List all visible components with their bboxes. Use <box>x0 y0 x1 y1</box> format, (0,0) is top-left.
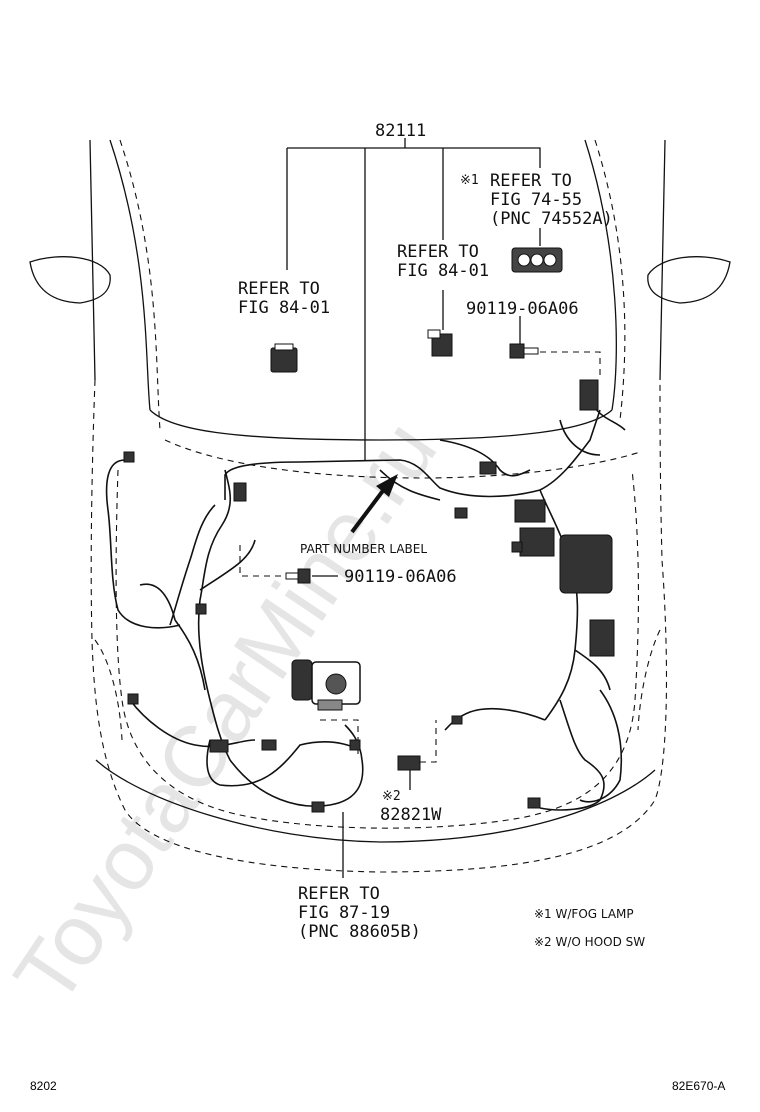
bolt-right-icon <box>509 343 539 359</box>
left-mirror <box>29 256 111 304</box>
bolt-left-part-number: 90119-06A06 <box>344 567 457 587</box>
main-part-number: 82111 <box>375 121 426 141</box>
bolt-left-icon <box>285 568 311 584</box>
labels: 82111 REFER TO FIG 84-01 REFER TO FIG 84… <box>30 121 725 1093</box>
refer-left-line1: REFER TO <box>238 279 320 299</box>
wire-harness <box>105 379 626 813</box>
right-mirror <box>647 256 731 304</box>
compressor-icon <box>291 659 361 711</box>
leader-lines <box>239 138 601 878</box>
figure-code: 82E670-A <box>672 1079 725 1093</box>
hood-switch-sensor-icon <box>397 755 421 771</box>
refer-bottom-line2: FIG 87-19 <box>298 903 390 923</box>
refer-mid-line1: REFER TO <box>397 242 479 262</box>
clip-mid-icon <box>427 329 453 357</box>
refer-top-mark: ※1 <box>460 173 479 188</box>
part-number-label-text: PART NUMBER LABEL <box>300 542 427 556</box>
refer-left-line2: FIG 84-01 <box>238 298 330 318</box>
refer-bottom-line3: (PNC 88605B) <box>298 922 421 942</box>
refer-mid-line2: FIG 84-01 <box>397 261 489 281</box>
sensor-part-number: 82821W <box>380 805 442 825</box>
refer-top-line3: (PNC 74552A) <box>490 209 613 229</box>
note-hood-switch: ※2 W/O HOOD SW <box>534 935 645 949</box>
refer-top-line2: FIG 74-55 <box>490 190 582 210</box>
note-fog-lamp: ※1 W/FOG LAMP <box>534 907 634 921</box>
refer-top-line1: REFER TO <box>490 171 572 191</box>
sensor-mark: ※2 <box>382 789 401 804</box>
fog-lamp-connector-icon <box>511 247 563 273</box>
clip-left-icon <box>270 343 298 373</box>
vehicle-outline <box>29 139 731 873</box>
bolt-right-part-number: 90119-06A06 <box>466 299 579 319</box>
refer-bottom-line1: REFER TO <box>298 884 380 904</box>
page-code: 8202 <box>30 1079 57 1093</box>
